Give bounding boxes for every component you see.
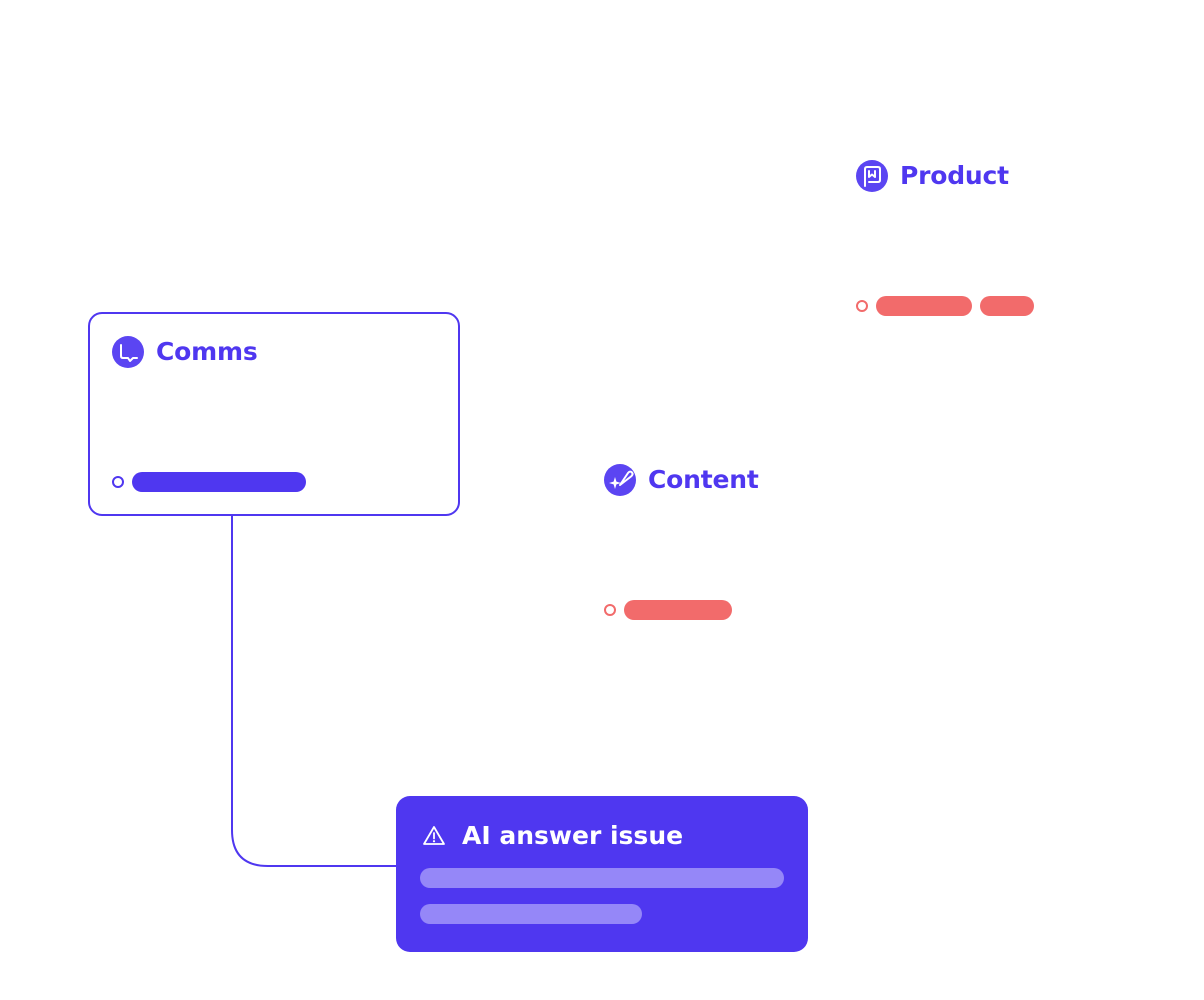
content-title: Content	[648, 465, 759, 494]
comms-card[interactable]: Comms	[88, 312, 460, 516]
comms-status-pill	[132, 472, 306, 492]
comms-status-dot	[112, 476, 124, 488]
content-status-dot	[604, 604, 616, 616]
ai-answer-issue-card[interactable]: AI answer issue	[396, 796, 808, 952]
product-status-pill	[876, 296, 972, 316]
chat-bubble-icon	[112, 336, 144, 368]
content-header: Content	[604, 464, 759, 496]
alert-header: AI answer issue	[422, 820, 683, 852]
alert-placeholder-line	[420, 868, 784, 888]
product-header: Product	[856, 160, 1009, 192]
content-status-row	[604, 600, 732, 620]
connector-path	[231, 516, 396, 867]
comms-title: Comms	[156, 337, 258, 366]
comms-status-row	[112, 472, 306, 492]
warning-triangle-icon	[423, 826, 445, 845]
alert-title: AI answer issue	[462, 821, 684, 850]
pen-sparkle-icon	[604, 464, 636, 496]
alert-placeholder-line	[420, 904, 642, 924]
product-title: Product	[900, 161, 1009, 190]
product-node[interactable]: Product	[856, 160, 1034, 316]
content-status-pill	[624, 600, 732, 620]
product-status-pill	[980, 296, 1034, 316]
product-status-row	[856, 296, 1034, 316]
bookmark-board-icon	[856, 160, 888, 192]
comms-header: Comms	[112, 336, 258, 368]
product-status-dot	[856, 300, 868, 312]
content-node[interactable]: Content	[604, 464, 759, 620]
